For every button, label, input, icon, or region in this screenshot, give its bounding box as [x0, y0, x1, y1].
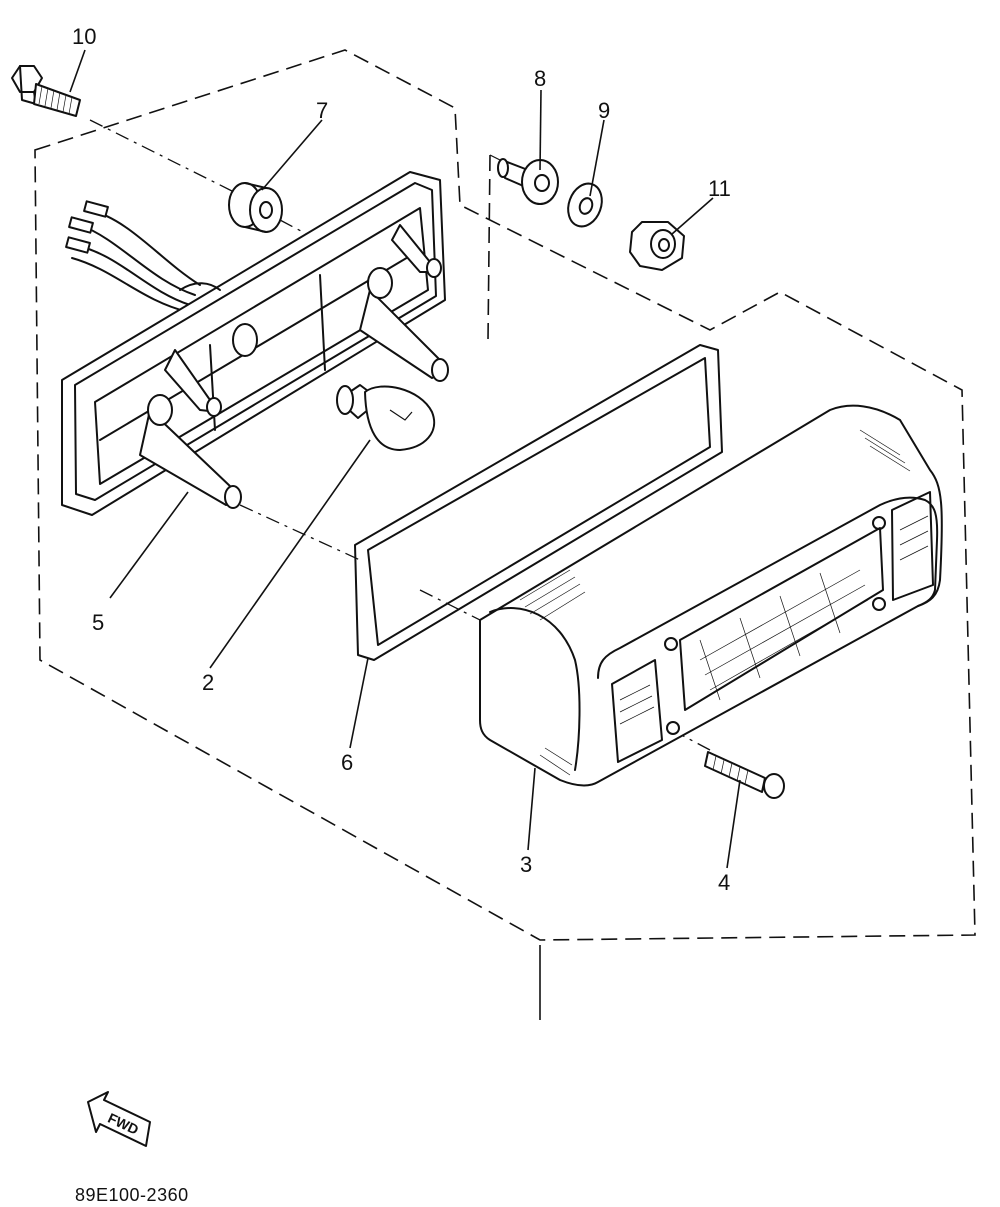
centerline-lower [239, 504, 361, 561]
bulb-part-2 [336, 384, 436, 451]
leader-11 [671, 197, 714, 235]
leader-4 [726, 779, 741, 869]
fwd-direction-arrow-icon: FWD [87, 1091, 151, 1147]
drawing-code: 89E100-2360 [75, 1185, 189, 1205]
leader-3 [527, 767, 536, 851]
leader-5 [109, 491, 189, 599]
washer-part-9 [567, 182, 603, 228]
callout-9: 9 [598, 98, 610, 123]
leader-7 [261, 119, 323, 191]
callout-6: 6 [341, 750, 353, 775]
screw-part-4 [704, 751, 785, 799]
centerline-bolt [89, 119, 241, 196]
callout-4: 4 [718, 870, 730, 895]
leader-9 [589, 119, 605, 197]
lens-part-3 [479, 404, 943, 787]
callout-2: 2 [202, 670, 214, 695]
callout-8: 8 [534, 66, 546, 91]
collar-part-8 [497, 158, 559, 205]
housing-part-5 [61, 171, 449, 516]
gasket-part-6 [354, 344, 723, 661]
leader-6 [349, 657, 369, 749]
callout-5: 5 [92, 610, 104, 635]
leader-10 [69, 49, 86, 93]
callout-10: 10 [72, 24, 96, 49]
leader-2 [209, 439, 371, 669]
leader-8 [539, 89, 542, 171]
callout-7: 7 [316, 98, 328, 123]
nut-part-11 [629, 221, 685, 271]
wire-harness [65, 200, 201, 313]
bolt-part-10 [11, 65, 81, 117]
hardware-bracket [487, 154, 491, 341]
assembly-boundary [34, 49, 976, 941]
grommet-part-7 [228, 182, 283, 233]
callout-11: 11 [708, 176, 731, 201]
callout-3: 3 [520, 852, 532, 877]
centerline-lens [419, 589, 491, 626]
